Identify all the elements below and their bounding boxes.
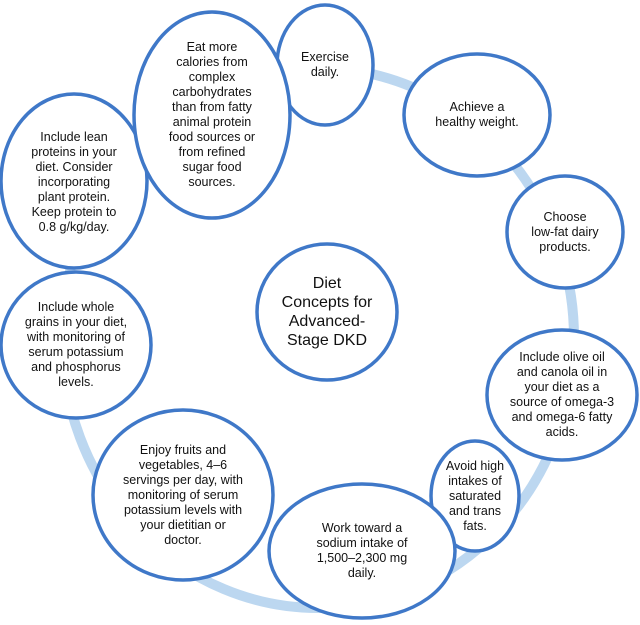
node-lean-proteins	[0, 92, 149, 270]
label-avoid-fats: Avoid high intakes of saturated and tran…	[445, 458, 505, 533]
node-healthy-weight	[402, 52, 552, 178]
node-sodium-intake	[267, 482, 457, 620]
node-center	[255, 242, 399, 382]
label-sodium-intake: Work toward a sodium intake of 1,500–2,3…	[316, 521, 408, 580]
node-fruits-vegetables	[91, 408, 275, 582]
node-olive-canola-oil	[485, 328, 639, 462]
label-complex-carbs: Eat more calories from complex carbohydr…	[168, 40, 256, 189]
node-avoid-fats	[429, 439, 521, 553]
label-healthy-weight: Achieve a healthy weight.	[435, 100, 519, 129]
node-complex-carbs	[132, 10, 292, 220]
label-olive-canola-oil: Include olive oil and canola oil in your…	[509, 350, 615, 439]
label-low-fat-dairy: Choose low-fat dairy products.	[531, 209, 599, 254]
label-lean-proteins: Include lean proteins in your diet. Cons…	[31, 129, 117, 234]
node-whole-grains	[0, 270, 153, 420]
label-exercise: Exercise daily.	[301, 50, 349, 79]
node-low-fat-dairy	[505, 174, 625, 290]
label-whole-grains: Include whole grains in your diet, with …	[24, 300, 128, 389]
label-center: Diet Concepts for Advanced- Stage DKD	[281, 275, 373, 349]
label-fruits-vegetables: Enjoy fruits and vegetables, 4–6 serving…	[123, 442, 243, 547]
